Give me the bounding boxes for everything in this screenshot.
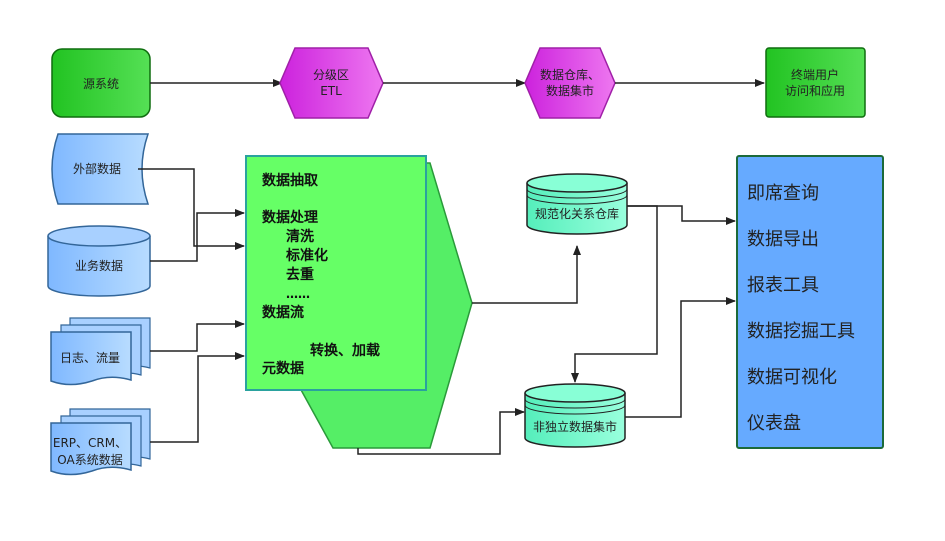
external-data-label: 外部数据: [73, 161, 121, 176]
mart-to-apps-arrow: [625, 297, 736, 418]
dataflow-label: 数据流: [262, 304, 304, 321]
logs-traffic-label: 日志、流量: [60, 351, 120, 365]
app-item-visualization: 数据可视化: [747, 367, 837, 388]
oa-system-label: OA系统数据: [57, 452, 122, 467]
access-apps-label: 访问和应用: [785, 83, 845, 98]
erp-to-etl-arrow: [150, 352, 245, 443]
external-to-etl-arrow: [138, 168, 245, 250]
erp-crm-oa-node: ERP、CRM、 OA系统数据: [50, 408, 151, 476]
logs-traffic-node: 日志、流量: [50, 317, 151, 386]
extract-label: 数据抽取: [262, 172, 319, 189]
processing-label: 数据处理: [262, 209, 318, 226]
end-users-label: 终端用户: [791, 67, 839, 82]
independent-mart-label: 非独立数据集市: [533, 419, 617, 434]
end-users-node: 终端用户 访问和应用: [765, 47, 866, 118]
source-system-label: 源系统: [83, 77, 119, 91]
warehouse-to-apps-arrow: [627, 205, 736, 225]
staging-label: 分级区: [313, 68, 349, 82]
cleaning-label: 清洗: [286, 228, 314, 245]
warehouse-mart-node: 数据仓库、 数据集市: [524, 47, 616, 119]
app-item-report-tools: 报表工具: [747, 275, 819, 296]
app-item-data-export: 数据导出: [747, 229, 819, 250]
business-data-node: 业务数据: [47, 225, 151, 297]
independent-mart-node: 非独立数据集市: [524, 383, 626, 448]
etl-label: ETL: [320, 84, 342, 98]
erp-crm-label: ERP、CRM、: [53, 436, 127, 450]
transform-load-label: 转换、加载: [310, 342, 380, 359]
etl-to-mart-arrow: [357, 408, 525, 455]
mart-label: 数据集市: [546, 83, 594, 98]
app-item-dashboard: 仪表盘: [747, 413, 801, 434]
app-item-data-mining: 数据挖掘工具: [747, 321, 855, 342]
business-to-etl-arrow: [150, 209, 245, 262]
dedup-label: 去重: [286, 266, 314, 283]
business-data-label: 业务数据: [75, 258, 123, 273]
staging-etl-node: 分级区 ETL: [279, 47, 384, 119]
ellipsis-label: ……: [286, 287, 310, 301]
external-data-node: 外部数据: [51, 133, 150, 205]
etl-to-warehouse-arrow: [472, 245, 581, 304]
standardize-label: 标准化: [285, 247, 328, 264]
metadata-label: 元数据: [262, 360, 304, 377]
app-item-adhoc-query: 即席查询: [747, 183, 819, 204]
logs-to-etl-arrow: [150, 320, 245, 352]
apps-panel: [736, 155, 884, 449]
etl-panel: [245, 155, 427, 391]
normalized-warehouse-label: 规范化关系仓库: [535, 206, 619, 221]
source-system-node: 源系统: [51, 48, 151, 118]
warehouse-to-mart-arrow: [571, 205, 658, 383]
warehouse-label: 数据仓库、: [540, 67, 600, 82]
normalized-warehouse-node: 规范化关系仓库: [526, 173, 628, 235]
